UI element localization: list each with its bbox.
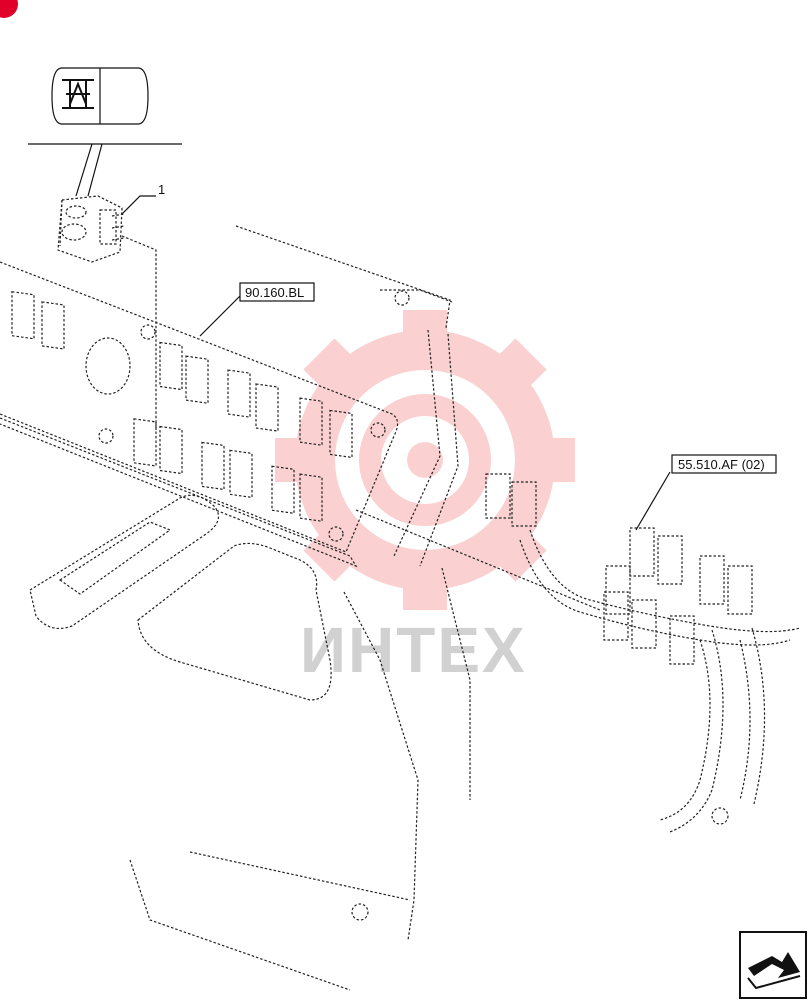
callout-harness-ref: 55.510.AF (02) — [678, 457, 765, 472]
callout-item-1: 1 — [158, 182, 165, 197]
watermark-text: ИНТЕХ — [300, 614, 527, 686]
callout-harness-box — [671, 454, 777, 474]
callout-panel-ref: 90.160.BL — [245, 285, 304, 300]
dashboard-panel — [0, 225, 453, 568]
switch-symbol-panel — [51, 67, 149, 125]
corner-badge — [0, 0, 18, 18]
next-page-arrow-icon[interactable] — [739, 931, 807, 999]
hazard-lift-icon — [62, 79, 94, 109]
watermark-gear — [275, 310, 575, 610]
callout-panel-box — [239, 282, 315, 302]
lower-console — [29, 329, 471, 991]
rocker-switch — [57, 195, 125, 263]
